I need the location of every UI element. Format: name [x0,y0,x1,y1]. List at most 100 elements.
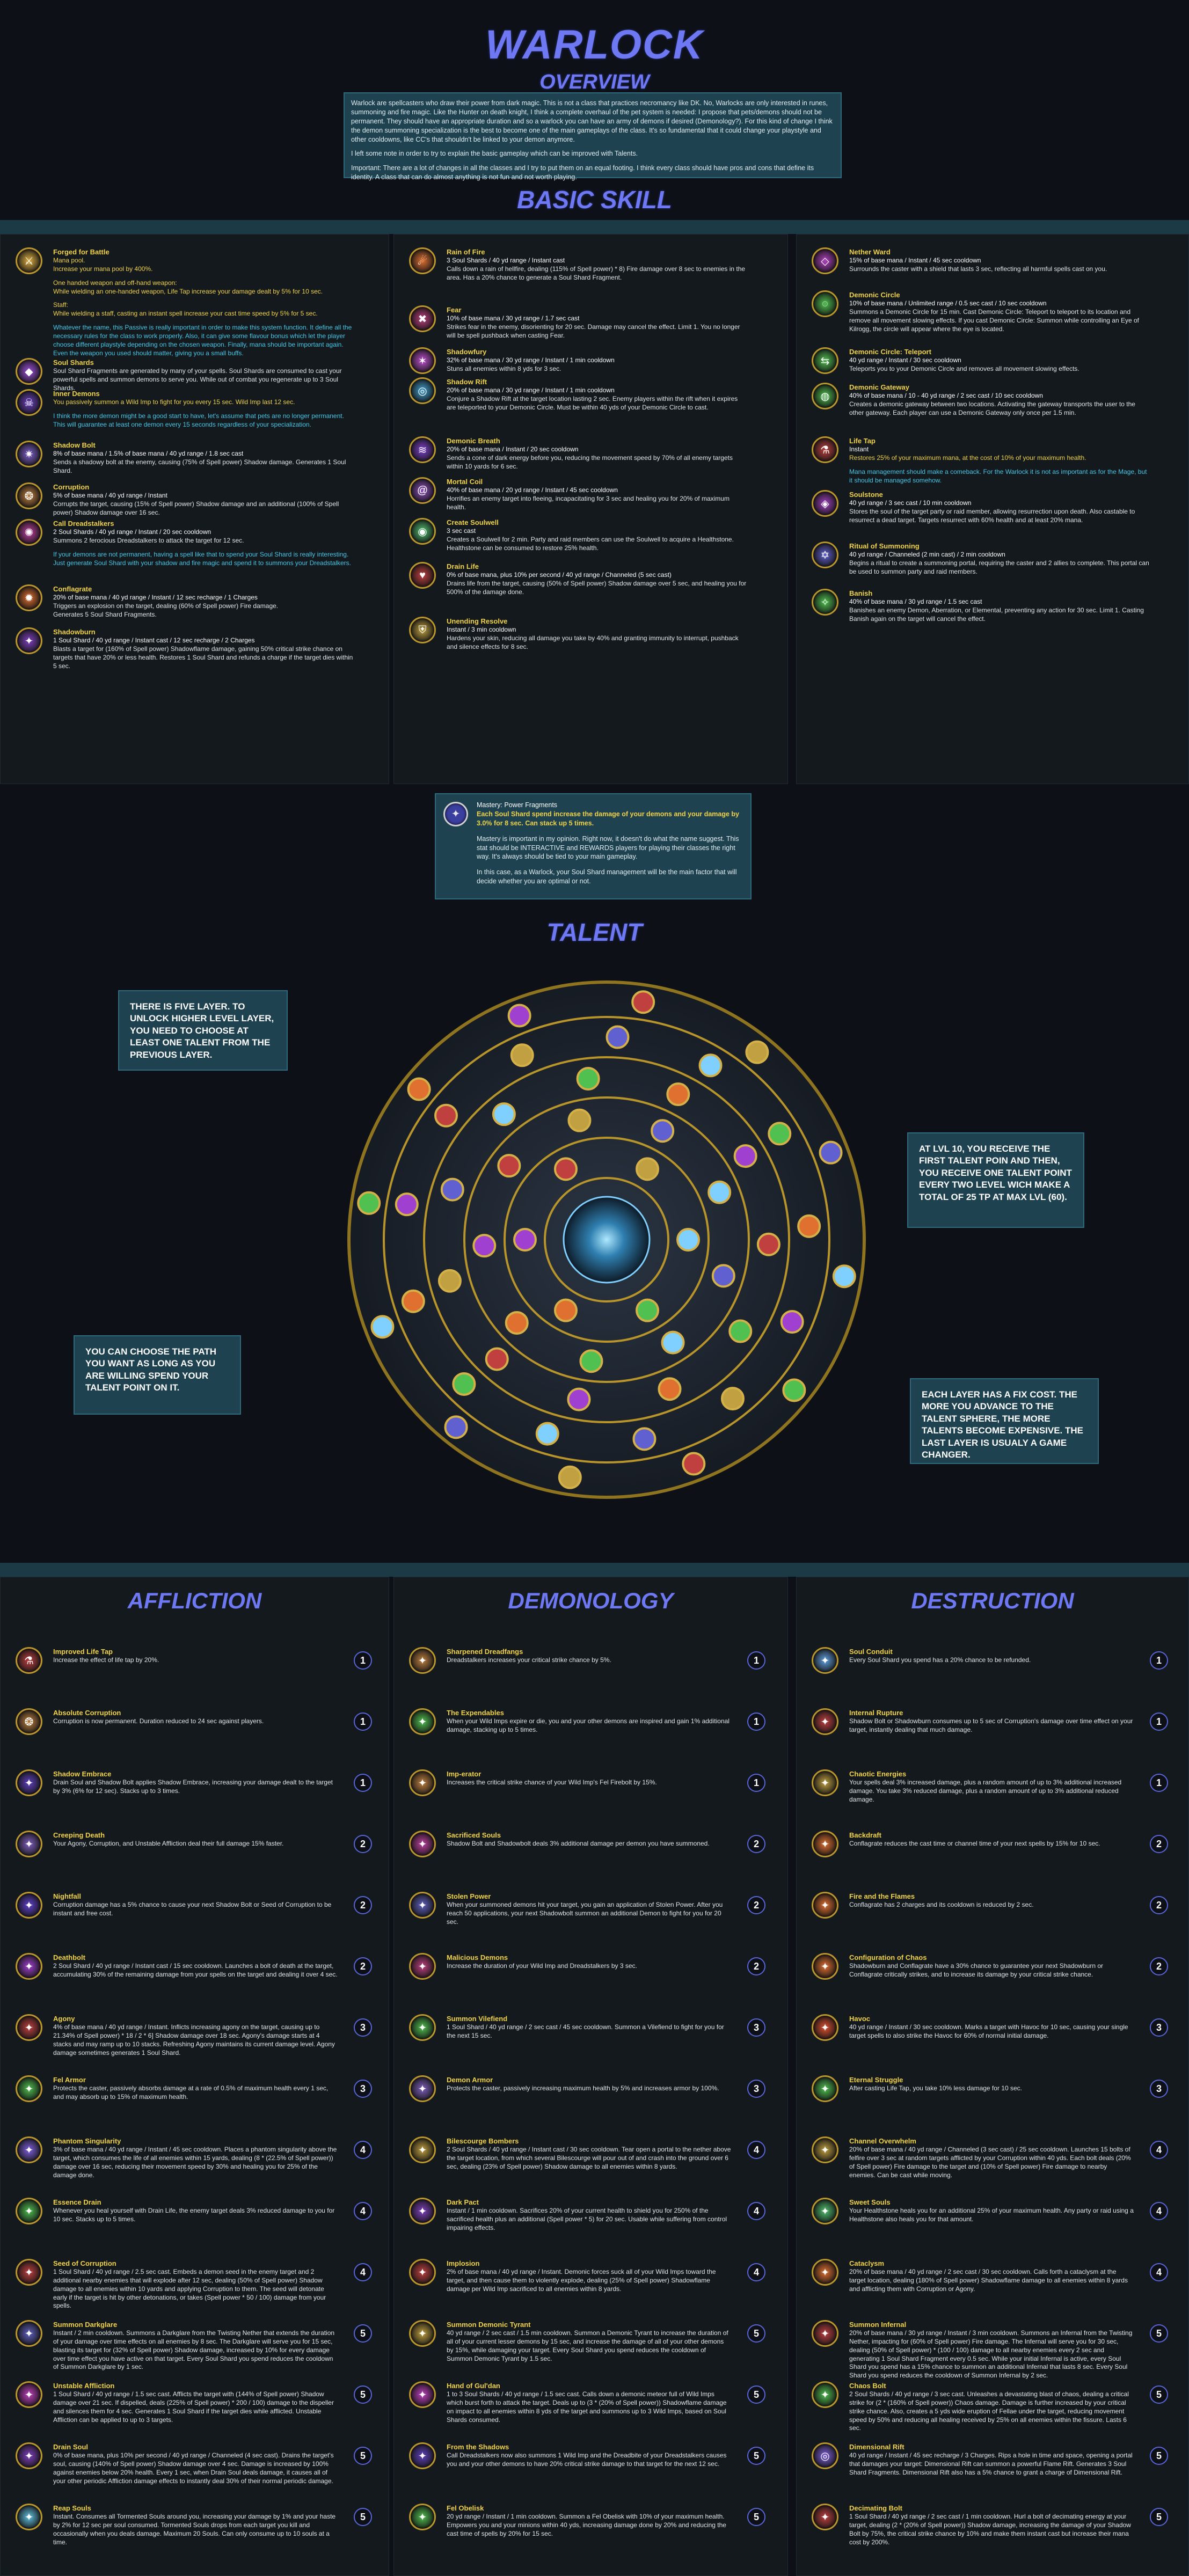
talent-node-icon[interactable] [434,1103,458,1128]
talent-cost-badge: 3 [354,2080,372,2098]
talent-node-icon[interactable] [567,1108,592,1132]
talent-node-icon[interactable] [728,1319,753,1343]
struggle-icon: ✦ [812,2075,838,2102]
skill-name: Essence Drain [53,2198,101,2206]
talent-node-icon[interactable] [485,1347,509,1371]
skill-text-line: 3 sec cast [447,527,476,535]
talent-cost-badge: 2 [354,1896,372,1914]
talent-node-icon[interactable] [819,1140,843,1165]
talent-node-icon[interactable] [505,1311,529,1335]
talent-node-icon[interactable] [636,1157,659,1181]
skill-description: Drain Soul and Shadow Bolt applies Shado… [53,1779,333,1795]
skill-text-line: 5% of base mana / 40 yd range / Instant [53,492,167,500]
skill-name: Nightfall [53,1892,81,1900]
talent-cost-badge: 4 [354,2202,372,2220]
skill-text-line [53,545,354,551]
skill-description: Your Healthstone heals you for an additi… [849,2207,1134,2223]
skill-text-line: Mana management should make a comeback. … [849,467,1147,484]
talent-node-icon[interactable] [535,1422,559,1446]
talent-node-icon[interactable] [357,1191,381,1215]
talent-node-icon[interactable] [452,1372,476,1396]
talent-node-icon[interactable] [631,990,655,1014]
talent-node-icon[interactable] [554,1157,578,1181]
talent-node-icon[interactable] [579,1349,603,1373]
talent-node-icon[interactable] [832,1264,856,1289]
skill-name: Deathbolt [53,1953,85,1962]
talent-node-icon[interactable] [733,1144,757,1168]
embrace-icon: ✦ [16,1769,42,1796]
skill-description: Protects the caster, passively increasin… [447,2084,719,2092]
talent-node-icon[interactable] [567,1387,591,1411]
talent-node-icon[interactable] [682,1452,706,1476]
skill-name: Fel Armor [53,2076,86,2084]
talent-node-icon[interactable] [401,1289,425,1313]
talent-node-icon[interactable] [576,1066,600,1091]
skill-name: Soulstone [849,491,883,499]
chaos-icon: ✦ [812,1953,838,1980]
talent-node-icon[interactable] [768,1122,792,1146]
talent-cost-badge: 4 [747,2141,765,2159]
talent-node-icon[interactable] [407,1077,431,1101]
felobelisk-icon: ✦ [409,2504,436,2530]
talent-node-icon[interactable] [444,1415,468,1439]
skill-text-line: Drains life from the target, causing (50… [447,579,747,596]
skill-name: Havoc [849,2015,871,2023]
talent-node-icon[interactable] [780,1309,804,1334]
talent-node-icon[interactable] [395,1192,419,1217]
talent-node-icon[interactable] [720,1387,745,1411]
talent-node-icon[interactable] [606,1025,630,1049]
talent-node-icon[interactable] [472,1234,497,1258]
chaosbolt-icon: ✦ [812,2381,838,2408]
talent-node-icon[interactable] [661,1330,685,1355]
sweet-icon: ✦ [812,2198,838,2224]
talent-node-icon[interactable] [510,1043,534,1067]
talent-node-icon[interactable] [698,1053,723,1078]
skill-description: 1 Soul Shard / 40 yd range / 2 sec cast … [447,2023,724,2039]
skill-name: The Expendables [447,1709,504,1717]
skill-text-line: While wielding a staff, casting an insta… [53,310,318,318]
talent-node-icon[interactable] [437,1269,462,1293]
death-icon: ✦ [16,1831,42,1857]
shadows-icon: ✦ [409,2442,436,2469]
talent-node-icon[interactable] [636,1298,659,1322]
skill-text-line [53,318,354,324]
skill-description: Protects the caster, passively absorbs d… [53,2084,329,2101]
talent-node-icon[interactable] [745,1040,769,1064]
fear-icon: ✖ [409,305,436,332]
skill-name: Unstable Affliction [53,2382,115,2390]
talent-node-icon[interactable] [558,1465,582,1489]
skill-name: Summon Infernal [849,2321,907,2329]
talent-node-icon[interactable] [676,1228,700,1252]
talent-node-icon[interactable] [756,1232,780,1256]
talent-node-icon[interactable] [782,1378,806,1402]
talent-node-icon[interactable] [497,1154,521,1178]
talent-cost-badge: 4 [354,2141,372,2159]
talent-node-icon[interactable] [651,1119,675,1143]
drainsoul-icon: ✦ [16,2442,42,2469]
talent-node-icon[interactable] [797,1214,821,1238]
havoc-icon: ✦ [812,2014,838,2041]
talent-node-icon[interactable] [554,1298,578,1322]
talent-node-icon[interactable] [492,1102,516,1126]
skill-description: Instant. Consumes all Tormented Souls ar… [53,2513,336,2546]
singularity-icon: ✦ [16,2136,42,2163]
skill-text-line: Surrounds the caster with a shield that … [849,265,1107,273]
talent-node-icon[interactable] [632,1427,656,1451]
talent-node-icon[interactable] [507,1004,531,1028]
imp-icon: ✦ [409,1769,436,1796]
skill-description: 1 Soul Shard / 40 yd range / 2 sec cast … [849,2513,1131,2546]
talent-node-icon[interactable] [658,1377,682,1401]
talent-node-icon[interactable] [440,1177,464,1202]
sword-icon: ⚔ [16,247,42,274]
skill-description: 2 Soul Shards / 40 yd range / Instant ca… [447,2146,731,2170]
talent-node-icon[interactable] [711,1264,735,1288]
talent-node-icon[interactable] [370,1315,395,1339]
skill-name: Bilescourge Bombers [447,2137,519,2145]
talent-cost-badge: 2 [1150,1835,1168,1853]
skill-description: 2 Soul Shard / 40 yd range / Instant cas… [53,1962,338,1978]
armor-icon: ✦ [409,2075,436,2102]
talent-node-icon[interactable] [666,1082,690,1107]
talent-node-icon[interactable] [707,1180,732,1204]
talent-node-icon[interactable] [513,1228,537,1252]
